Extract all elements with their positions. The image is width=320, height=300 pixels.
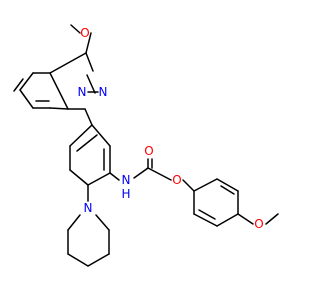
- bond-layer: [13, 24, 279, 267]
- molecule-structure-diagram: O N N O O N H O N: [13, 24, 279, 267]
- oxygen-atom-label: O: [172, 173, 181, 187]
- atom-label-layer: O N N O O N H O N: [78, 26, 264, 231]
- nitrogen-atom-label: N: [99, 85, 108, 99]
- oxygen-atom-label: O: [254, 217, 263, 231]
- oxygen-atom-label: O: [80, 26, 89, 40]
- nitrogen-atom-label: N: [122, 173, 131, 187]
- oxygen-atom-label: O: [144, 144, 153, 158]
- hydrogen-atom-label: H: [121, 187, 130, 201]
- nitrogen-atom-label: N: [78, 85, 87, 99]
- nitrogen-atom-label: N: [84, 201, 93, 215]
